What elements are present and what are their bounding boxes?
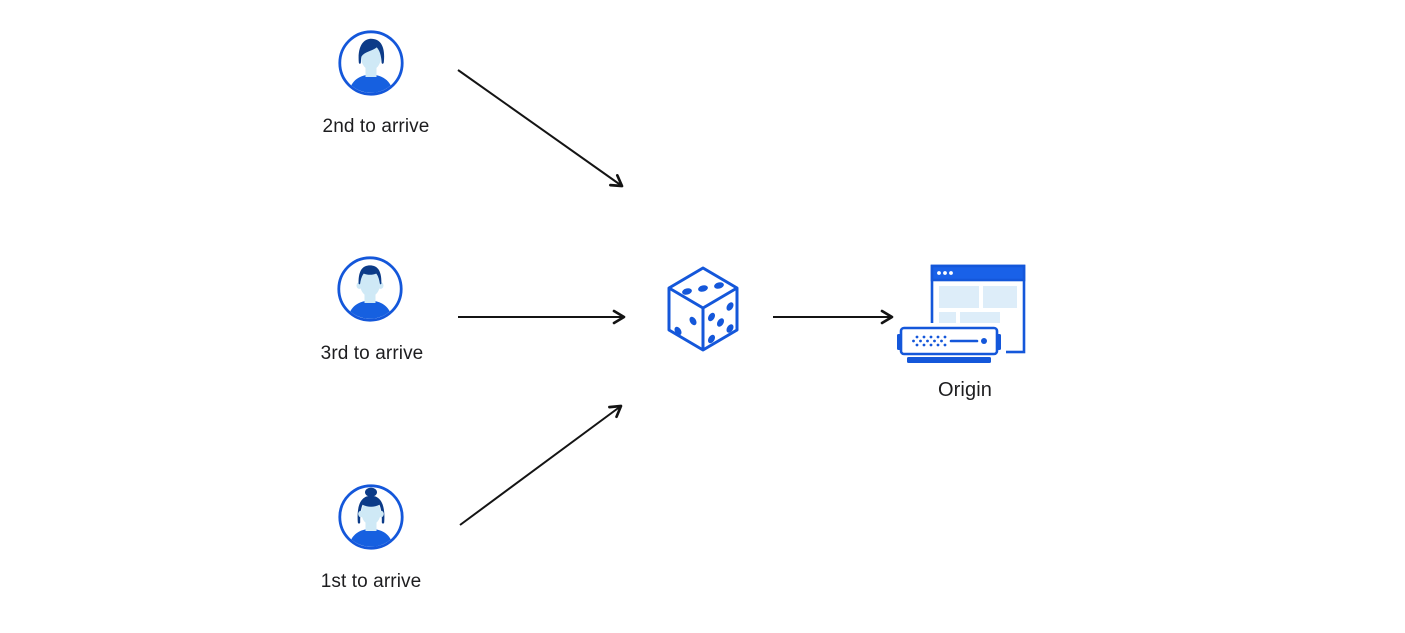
server-base xyxy=(907,357,991,363)
visitor-3rd-label: 3rd to arrive xyxy=(320,343,424,364)
origin-label: Origin xyxy=(938,379,992,401)
arrow-visitor-2nd-to-dice xyxy=(457,69,624,188)
server-appliance xyxy=(897,323,1006,365)
male-avatar-icon xyxy=(338,30,404,96)
arrow-visitor-1st-to-dice xyxy=(459,404,623,526)
server-led xyxy=(981,338,987,344)
window-dot xyxy=(949,271,953,275)
male-avatar-icon xyxy=(337,256,403,322)
origin-server-icon xyxy=(897,264,1026,365)
female-avatar-icon xyxy=(338,484,404,550)
server-vent-dots xyxy=(912,335,947,347)
visitor-2nd-label: 2nd to arrive xyxy=(322,116,430,137)
window-dot xyxy=(937,271,941,275)
window-dot xyxy=(943,271,947,275)
browser-titlebar xyxy=(930,264,1026,282)
visitor-1st-label: 1st to arrive xyxy=(320,571,422,592)
dice-icon xyxy=(667,266,739,352)
